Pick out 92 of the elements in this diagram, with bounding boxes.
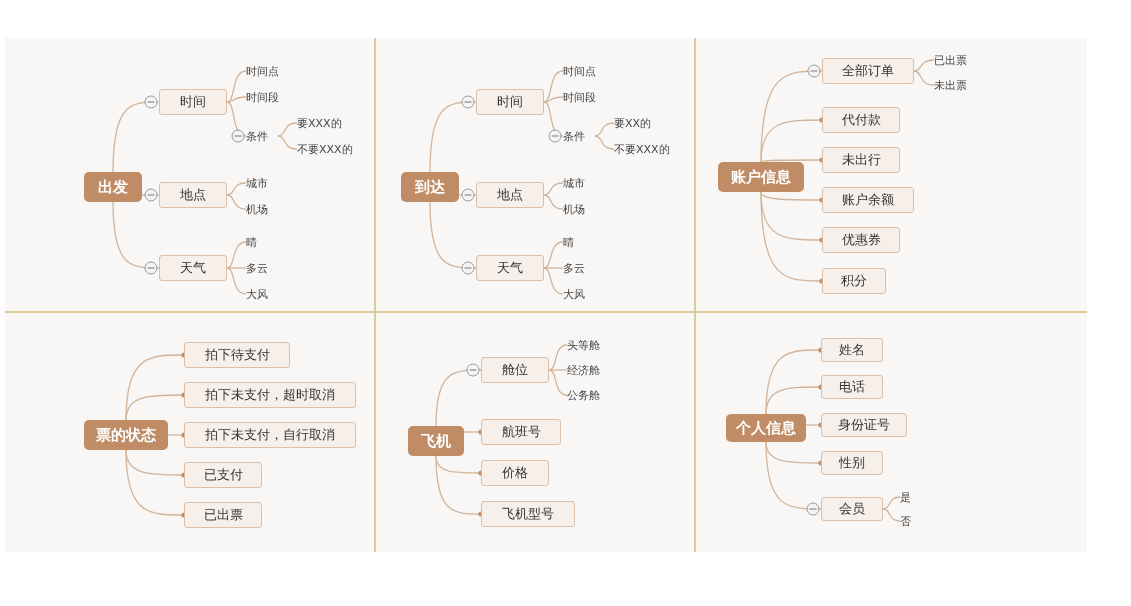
- branch-label: 要XXX的: [297, 115, 359, 131]
- connector: [543, 267, 564, 269]
- connector: [882, 496, 901, 510]
- topic-box: 天气: [159, 255, 227, 281]
- connector: [429, 101, 477, 173]
- connector: [543, 267, 564, 295]
- topic-box: 时间: [476, 89, 544, 115]
- branch-label: 条件: [246, 128, 276, 144]
- connector: [435, 369, 482, 427]
- connector: [882, 508, 901, 522]
- connector: [543, 182, 564, 196]
- topic-box: 姓名: [821, 338, 883, 362]
- central-topic-box: 出发: [84, 172, 142, 202]
- connector: [226, 267, 247, 269]
- connector: [429, 201, 477, 269]
- connector: [226, 96, 247, 103]
- branch-label: 已出票: [934, 52, 974, 68]
- topic-box: 时间: [159, 89, 227, 115]
- connector: [548, 369, 568, 371]
- connector: [543, 241, 564, 269]
- central-topic-box: 账户信息: [718, 162, 804, 192]
- central-topic-box: 票的状态: [84, 420, 168, 450]
- connector: [543, 101, 564, 137]
- branch-label: 要XX的: [614, 115, 676, 131]
- topic-box: 优惠券: [822, 227, 900, 253]
- topic-box: 价格: [481, 460, 549, 486]
- topic-box: 拍下待支付: [184, 342, 290, 368]
- branch-label: 条件: [563, 128, 593, 144]
- topic-box: 飞机型号: [481, 501, 575, 527]
- connector: [594, 135, 615, 150]
- topic-box: 天气: [476, 255, 544, 281]
- topic-box: 性别: [821, 451, 883, 475]
- topic-box: 代付款: [822, 107, 900, 133]
- connector: [226, 70, 247, 103]
- branch-label: 经济舱: [567, 362, 607, 378]
- branch-label: 公务舱: [567, 387, 607, 403]
- branch-label: 多云: [563, 260, 593, 276]
- topic-box: 已出票: [184, 502, 262, 528]
- connector: [277, 122, 298, 137]
- topic-box: 航班号: [481, 419, 561, 445]
- connector: [594, 122, 615, 137]
- topic-box: 舱位: [481, 357, 549, 383]
- branch-label: 晴: [246, 234, 266, 250]
- branch-label: 否: [900, 513, 916, 529]
- topic-box: 身份证号: [821, 413, 907, 437]
- branch-label: 未出票: [934, 77, 974, 93]
- branch-label: 机场: [246, 201, 276, 217]
- branch-label: 头等舱: [567, 337, 607, 353]
- connector: [543, 70, 564, 103]
- branch-label: 大风: [563, 286, 593, 302]
- branch-label: 不要XXX的: [297, 141, 363, 157]
- connector: [226, 182, 247, 196]
- topic-box: 全部订单: [822, 58, 914, 84]
- topic-box: 拍下未支付，超时取消: [184, 382, 356, 408]
- connector: [765, 441, 822, 510]
- central-topic-box: 个人信息: [726, 414, 806, 442]
- branch-label: 城市: [563, 175, 593, 191]
- branch-label: 时间段: [563, 89, 607, 105]
- branch-label: 时间点: [246, 63, 290, 79]
- topic-box: 未出行: [822, 147, 900, 173]
- branch-label: 时间段: [246, 89, 290, 105]
- central-topic-box: 飞机: [408, 426, 464, 456]
- topic-box: 积分: [822, 268, 886, 294]
- branch-label: 机场: [563, 201, 593, 217]
- connector: [112, 201, 160, 269]
- connector: [277, 135, 298, 150]
- connector: [548, 369, 568, 396]
- topic-box: 已支付: [184, 462, 262, 488]
- branch-label: 不要XXX的: [614, 141, 680, 157]
- connector: [226, 267, 247, 295]
- topic-box: 地点: [476, 182, 544, 208]
- branch-label: 城市: [246, 175, 276, 191]
- connector: [543, 194, 564, 210]
- connector: [548, 344, 568, 371]
- topic-box: 账户余额: [822, 187, 914, 213]
- topic-box: 会员: [821, 497, 883, 521]
- branch-label: 大风: [246, 286, 276, 302]
- topic-box: 拍下未支付，自行取消: [184, 422, 356, 448]
- branch-label: 是: [900, 489, 916, 505]
- connector: [226, 194, 247, 210]
- branch-label: 时间点: [563, 63, 607, 79]
- central-topic-box: 到达: [401, 172, 459, 202]
- topic-box: 地点: [159, 182, 227, 208]
- connector: [913, 59, 935, 72]
- connector: [913, 70, 935, 86]
- topic-box: 电话: [821, 375, 883, 399]
- connector: [226, 241, 247, 269]
- branch-label: 多云: [246, 260, 276, 276]
- connector: [226, 101, 247, 137]
- connector: [543, 96, 564, 103]
- connector: [112, 101, 160, 173]
- branch-label: 晴: [563, 234, 583, 250]
